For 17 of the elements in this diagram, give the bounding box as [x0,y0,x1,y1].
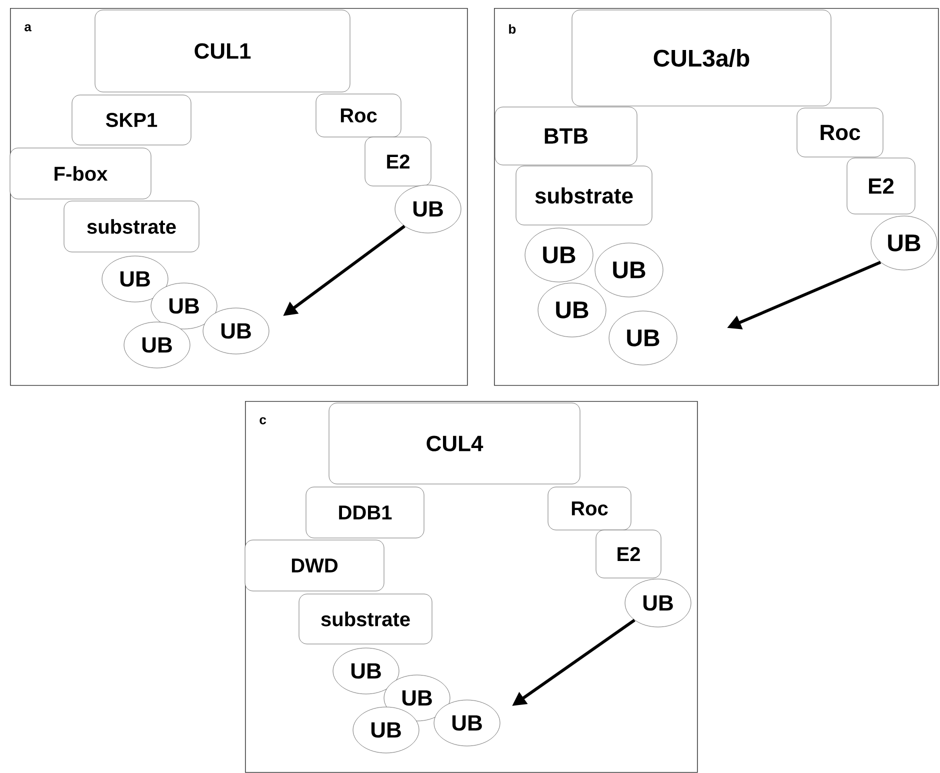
protein-box: CUL3a/b [572,10,832,106]
protein-box: Roc [316,94,402,138]
protein-box: BTB [494,106,638,166]
protein-box: E2 [364,136,432,186]
protein-box: E2 [596,530,662,578]
protein-box: CUL1 [94,10,350,92]
protein-box: E2 [846,158,916,214]
protein-box: DWD [244,540,384,592]
protein-box: substrate [64,200,200,252]
protein-box: SKP1 [72,94,192,146]
protein-box: Roc [796,108,884,158]
protein-box: CUL4 [328,402,580,484]
protein-box: DDB1 [306,486,424,538]
protein-box: Roc [548,486,632,530]
protein-box: F-box [10,148,152,200]
protein-box: substrate [516,166,652,226]
protein-box: substrate [298,594,432,644]
